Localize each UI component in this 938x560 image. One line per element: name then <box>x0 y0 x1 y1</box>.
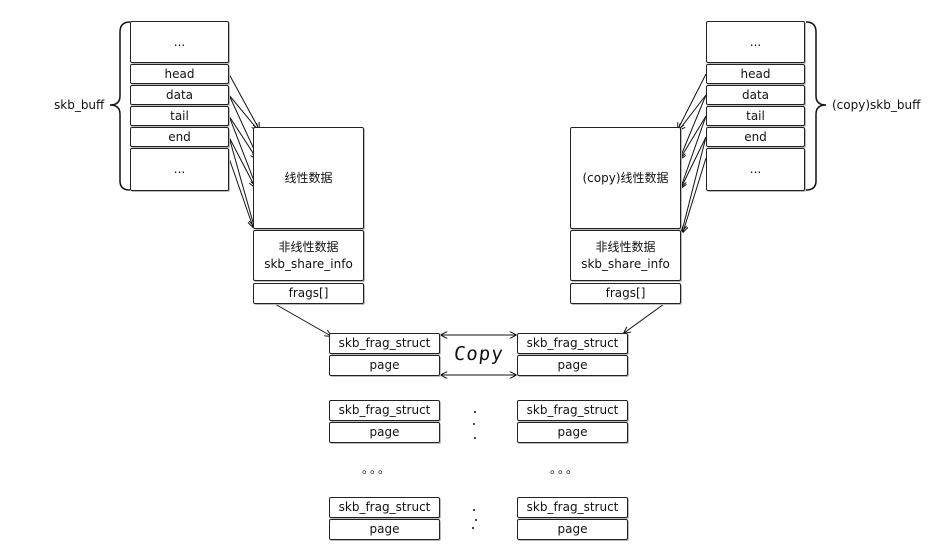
left-head-pointer <box>228 73 259 129</box>
left-end-pointer <box>228 136 254 226</box>
right-frags: frags[] <box>570 283 681 304</box>
right-tail-pointer-2 <box>681 136 707 188</box>
left-end-pointer-2 <box>228 157 253 227</box>
left-tail-pointer <box>228 115 256 186</box>
left-frag-struct-3: skb_frag_struct <box>329 497 440 518</box>
copy-label: Copy <box>452 343 505 365</box>
right-field-tail: tail <box>706 106 805 126</box>
right-frag-page-3: page <box>517 519 628 540</box>
left-frag-struct-1: skb_frag_struct <box>329 333 440 354</box>
right-frag-struct-1: skb_frag_struct <box>517 333 628 354</box>
right-end-pointer-2 <box>683 157 707 232</box>
left-field-bottom-ellipsis: ... <box>130 148 229 191</box>
right-nonlinear-title: 非线性数据 <box>595 240 656 255</box>
right-nonlinear-sub: skb_share_info <box>581 256 670 271</box>
left-field-head: head <box>130 64 229 84</box>
right-data-pointer-2 <box>680 115 707 159</box>
left-data-pointer-2 <box>228 115 257 159</box>
right-frags-arrow <box>624 303 665 333</box>
left-tail-pointer-2 <box>228 136 255 187</box>
right-data-pointer <box>680 94 707 158</box>
right-linear-data: (copy)线性数据 <box>570 127 681 229</box>
right-field-head: head <box>706 64 805 84</box>
right-frag-page-2: page <box>517 422 628 443</box>
right-frag-ellipsis: 。。。 <box>550 462 581 476</box>
left-frags-arrow <box>274 303 331 336</box>
left-nonlinear-title: 非线性数据 <box>278 240 339 255</box>
right-frag-struct-3: skb_frag_struct <box>517 497 628 518</box>
left-frag-struct-2: skb_frag_struct <box>329 400 440 421</box>
left-struct-label: skb_buff <box>54 98 105 112</box>
left-frag-page-3: page <box>329 519 440 540</box>
right-field-end: end <box>706 127 805 147</box>
left-nonlinear-data: 非线性数据 skb_share_info <box>253 230 364 281</box>
left-field-tail: tail <box>130 106 229 126</box>
right-field-data: data <box>706 85 805 105</box>
right-field-bottom-ellipsis: ... <box>706 148 805 191</box>
left-nonlinear-sub: skb_share_info <box>264 256 353 271</box>
right-end-pointer <box>682 136 707 231</box>
left-head-pointer-2 <box>228 94 258 130</box>
right-nonlinear-data: 非线性数据 skb_share_info <box>570 230 681 281</box>
left-frag-page-2: page <box>329 422 440 443</box>
right-frag-page-1: page <box>517 355 628 376</box>
right-brace <box>805 21 827 191</box>
left-frags: frags[] <box>253 283 364 304</box>
right-struct-label: (copy)skb_buff <box>832 98 921 112</box>
right-head-pointer-2 <box>679 94 707 130</box>
right-field-top-ellipsis: ... <box>706 21 805 63</box>
left-brace <box>109 21 131 191</box>
right-frag-struct-2: skb_frag_struct <box>517 400 628 421</box>
right-tail-pointer <box>681 115 707 187</box>
left-field-end: end <box>130 127 229 147</box>
left-frag-ellipsis: 。。。 <box>362 462 393 476</box>
left-field-data: data <box>130 85 229 105</box>
left-frag-page-1: page <box>329 355 440 376</box>
left-field-top-ellipsis: ... <box>130 21 229 63</box>
right-head-pointer <box>678 73 707 129</box>
left-linear-data: 线性数据 <box>253 127 364 229</box>
